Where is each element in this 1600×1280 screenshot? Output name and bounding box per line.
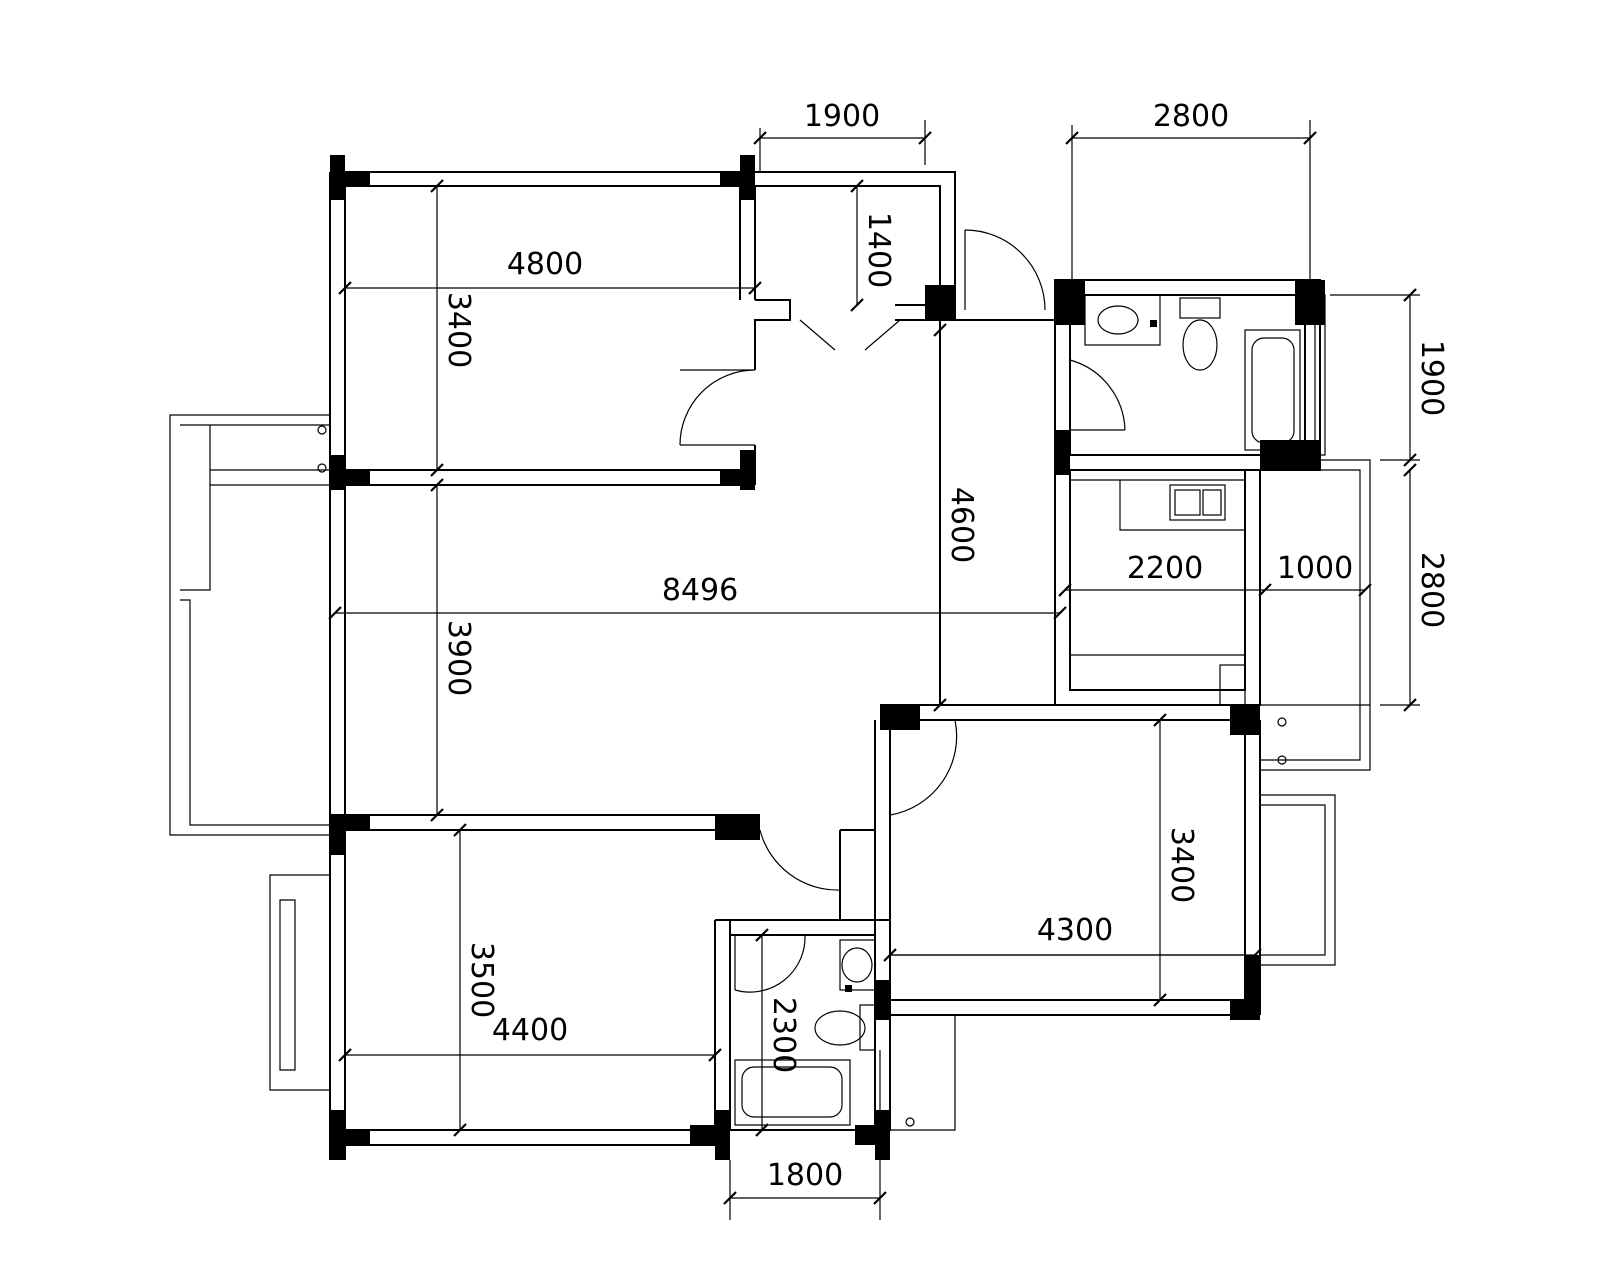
door-bath1 [1069,359,1126,431]
door-entry [964,229,1046,311]
column [925,285,955,320]
label-entry-1400: 1400 [861,212,896,288]
column [1055,280,1085,325]
sink-bath2 [839,939,876,992]
column [875,980,890,1020]
door-bedroom3 [889,719,958,816]
fixtures [317,294,1301,1127]
column [1230,705,1260,735]
label-bath-2300: 2300 [766,997,801,1073]
column [1245,955,1260,1015]
label-bedroom2-width: 4400 [492,1013,568,1048]
column [715,1110,730,1160]
dimension-labels: 1900 2800 4800 3400 1400 1900 4600 8496 … [441,99,1449,1193]
drain [317,463,327,473]
dim-line-bottom-1800 [729,1160,881,1220]
bathtub-bath1 [1244,329,1301,451]
bathtub-bath2 [734,1059,851,1126]
balcony-right [1260,459,1371,771]
wall-bath2-door [839,829,876,921]
wall-bedroom1-top [330,171,740,187]
toilet-bath1 [1179,297,1221,371]
wall-bedroom3 [874,720,1261,1016]
dim-line-top-1900 [759,120,926,172]
bedroom3-window [1260,794,1336,966]
column [1055,430,1070,475]
column [1295,280,1325,325]
bath2-balcony [879,1014,956,1131]
label-bedroom1-depth: 3400 [441,292,476,368]
wall-living-bottom [330,814,760,831]
label-corridor-4600: 4600 [944,487,979,563]
label-bottom-1800: 1800 [767,1158,843,1193]
label-right-1900: 1900 [1414,340,1449,416]
kitchen-counter [1070,479,1245,656]
column [330,815,345,855]
balcony-left [169,414,331,836]
structural-columns [330,155,1325,1160]
door-swing-lines [799,319,901,351]
drain [1277,755,1287,765]
label-bedroom3-depth: 3400 [1164,827,1199,903]
label-top-2800: 2800 [1153,99,1229,134]
dim-line-right-1900 [1330,294,1420,461]
dim-line-right-2800 [1380,470,1420,706]
column [875,1110,890,1160]
label-bedroom3-width: 4300 [1037,913,1113,948]
door-bath2 [734,934,806,993]
label-living-8496: 8496 [662,573,738,608]
drain [317,425,327,435]
column [720,172,755,187]
label-balcony-1000: 1000 [1277,551,1353,586]
wall-bedroom1-right [739,172,791,485]
wall-bath2 [715,919,891,1131]
label-top-1900: 1900 [804,99,880,134]
wall-bedroom1-bottom [330,469,740,486]
column [330,470,370,485]
column [715,815,760,840]
drain [1277,717,1287,727]
column [1260,440,1320,470]
label-kitchen-2200: 2200 [1127,551,1203,586]
label-living-3900: 3900 [441,620,476,696]
wall-entry-top [740,171,956,305]
dim-line-top-2800 [1071,120,1311,280]
door-bedroom2 [759,829,841,891]
column [880,705,920,730]
fridge [1219,664,1246,706]
label-bedroom2-depth: 3500 [464,942,499,1018]
wall-bedroom2 [329,830,731,1160]
bedroom2-window [269,874,331,1091]
kitchen-sink [1169,484,1226,521]
column [330,1130,370,1145]
dimension-lines [335,120,1420,1220]
toilet-bath2 [814,1004,876,1051]
column [720,470,755,485]
wall-kitchen [1054,470,1261,706]
drain [905,1117,915,1127]
label-right-2800: 2800 [1414,552,1449,628]
label-bedroom1-width: 4800 [507,247,583,282]
dimension-ticks [328,131,1417,1205]
sink-bath1 [1084,294,1161,346]
doors [679,229,1126,993]
column [330,172,370,187]
door-bedroom1 [679,369,756,446]
wall-living-left [329,485,346,830]
